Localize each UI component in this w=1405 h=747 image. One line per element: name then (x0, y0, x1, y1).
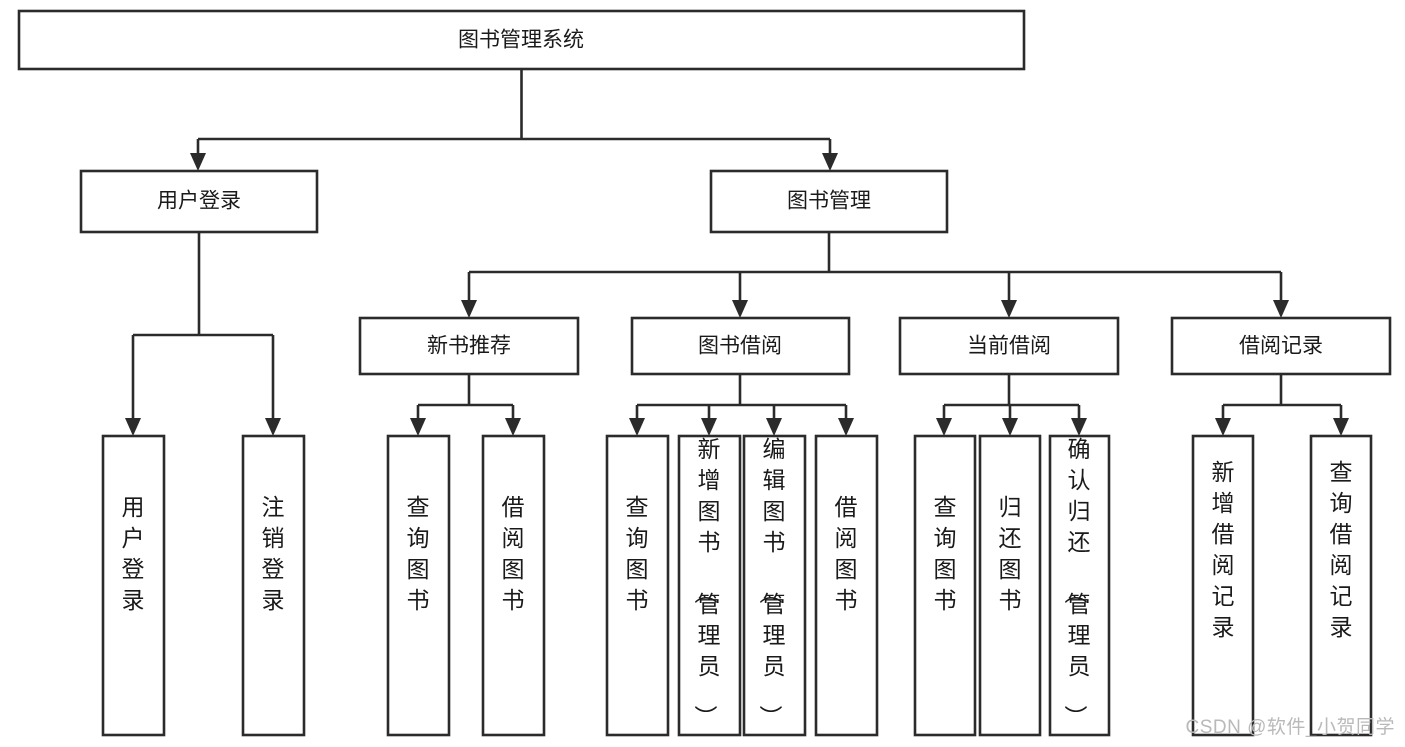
arrow-head-cb-leaf-2 (1002, 418, 1018, 436)
node-current-borrow-box (898, 316, 1120, 376)
node-leaf-cb-return-book[interactable]: 归还图书 (978, 434, 1042, 737)
node-user-login-box (79, 169, 319, 234)
arrow-head-to-user-login (190, 153, 206, 171)
connector-book-borrow-to-leaves (629, 374, 854, 436)
node-root-box (17, 9, 1026, 71)
node-leaf-bb-add-book-label: 新增图书（管理员） (693, 436, 721, 728)
node-current-borrow[interactable]: 当前借阅 (898, 316, 1120, 376)
csdn-watermark: CSDN @软件_小贺同学 (1185, 717, 1395, 738)
node-leaf-nbr-borrow-book-label: 借阅图书 (502, 494, 525, 613)
arrow-head-cb-leaf-3 (1071, 418, 1087, 436)
node-book-management-box (709, 169, 949, 234)
node-root-book-management-system[interactable]: 图书管理系统 (17, 9, 1026, 71)
node-leaf-br-add-record-box (1191, 434, 1255, 737)
node-leaf-br-query-record-box (1309, 434, 1373, 737)
node-leaf-cb-query-book-label: 查询图书 (934, 494, 957, 613)
arrow-head-to-book-borrow (732, 300, 748, 318)
node-leaf-bb-edit-book-label: 编辑图书（管理员） (758, 436, 786, 728)
node-leaf-bb-query-book-label: 查询图书 (626, 494, 649, 613)
arrow-head-to-book-management (822, 153, 838, 171)
arrow-head-nbr-leaf-1 (410, 418, 426, 436)
arrow-head-to-current-borrow (1001, 300, 1017, 318)
node-book-management-label: 图书管理 (787, 190, 871, 213)
connector-borrow-record-to-leaves (1215, 374, 1349, 436)
connector-user-login-to-leaves (125, 232, 281, 436)
connector-current-borrow-to-leaves (936, 374, 1087, 436)
arrow-head-bb-leaf-1 (629, 418, 645, 436)
connector-book-management-to-level3 (461, 232, 1289, 318)
node-leaf-logout-label: 注销登录 (262, 494, 285, 613)
node-borrow-record[interactable]: 借阅记录 (1170, 316, 1392, 376)
node-user-login[interactable]: 用户登录 (79, 169, 319, 234)
node-root-label: 图书管理系统 (458, 29, 584, 52)
arrow-head-bb-leaf-3 (766, 418, 782, 436)
node-leaf-cb-return-book-box (978, 434, 1042, 737)
node-leaf-cb-query-book-box (913, 434, 977, 737)
arrow-head-nbr-leaf-2 (505, 418, 521, 436)
node-new-book-recommend[interactable]: 新书推荐 (358, 316, 580, 376)
node-book-management[interactable]: 图书管理 (709, 169, 949, 234)
node-leaf-bb-add-book-box (677, 434, 742, 737)
arrow-head-br-leaf-2 (1333, 418, 1349, 436)
node-leaf-bb-edit-book-box (742, 434, 807, 737)
node-leaf-user-login-action[interactable]: 用户登录 (101, 434, 166, 737)
node-new-book-recommend-box (358, 316, 580, 376)
node-leaf-user-login-action-label: 用户登录 (122, 494, 145, 613)
arrow-head-user-login-leaf-1 (125, 418, 141, 436)
node-leaf-bb-borrow-book-label: 借阅图书 (835, 494, 858, 613)
node-leaf-bb-borrow-book-box (814, 434, 879, 737)
node-leaf-user-login-action-box (101, 434, 166, 737)
node-leaf-br-add-record-label: 新增借阅记录 (1212, 459, 1235, 640)
arrow-head-cb-leaf-1 (936, 418, 952, 436)
node-book-borrow-box (630, 316, 851, 376)
arrow-head-user-login-leaf-2 (265, 418, 281, 436)
connector-root-to-level2 (190, 69, 838, 171)
node-leaf-br-query-record-label: 查询借阅记录 (1330, 459, 1353, 640)
node-leaf-bb-borrow-book[interactable]: 借阅图书 (814, 434, 879, 737)
arrow-head-bb-leaf-4 (838, 418, 854, 436)
node-leaf-logout[interactable]: 注销登录 (241, 434, 306, 737)
arrow-head-br-leaf-1 (1215, 418, 1231, 436)
node-current-borrow-label: 当前借阅 (967, 335, 1051, 358)
node-user-login-label: 用户登录 (157, 190, 241, 213)
node-leaf-cb-confirm-return-label: 确认归还（管理员） (1063, 436, 1091, 728)
node-leaf-nbr-borrow-book-box (481, 434, 546, 737)
node-leaf-nbr-query-book-box (386, 434, 451, 737)
node-leaf-nbr-borrow-book[interactable]: 借阅图书 (481, 434, 546, 737)
arrow-head-to-new-book-recommend (461, 300, 477, 318)
node-leaf-bb-query-book[interactable]: 查询图书 (605, 434, 670, 737)
node-leaf-cb-query-book[interactable]: 查询图书 (913, 434, 977, 737)
node-book-borrow[interactable]: 图书借阅 (630, 316, 851, 376)
node-leaf-bb-edit-book[interactable]: 编辑图书（管理员） (742, 434, 807, 737)
connector-new-book-recommend-to-leaves (410, 374, 521, 436)
node-leaf-cb-return-book-label: 归还图书 (999, 494, 1022, 613)
node-new-book-recommend-label: 新书推荐 (427, 335, 511, 358)
node-borrow-record-label: 借阅记录 (1239, 335, 1323, 358)
node-book-borrow-label: 图书借阅 (698, 335, 782, 358)
node-leaf-cb-confirm-return-box (1048, 434, 1111, 737)
node-leaf-bb-query-book-box (605, 434, 670, 737)
arrow-head-to-borrow-record (1273, 300, 1289, 318)
node-leaf-cb-confirm-return[interactable]: 确认归还（管理员） (1048, 434, 1111, 737)
node-leaf-br-add-record[interactable]: 新增借阅记录 (1191, 434, 1255, 737)
node-borrow-record-box (1170, 316, 1392, 376)
node-leaf-nbr-query-book-label: 查询图书 (407, 494, 430, 613)
node-leaf-bb-add-book[interactable]: 新增图书（管理员） (677, 434, 742, 737)
node-leaf-br-query-record[interactable]: 查询借阅记录 (1309, 434, 1373, 737)
arrow-head-bb-leaf-2 (701, 418, 717, 436)
node-leaf-nbr-query-book[interactable]: 查询图书 (386, 434, 451, 737)
node-leaf-logout-box (241, 434, 306, 737)
